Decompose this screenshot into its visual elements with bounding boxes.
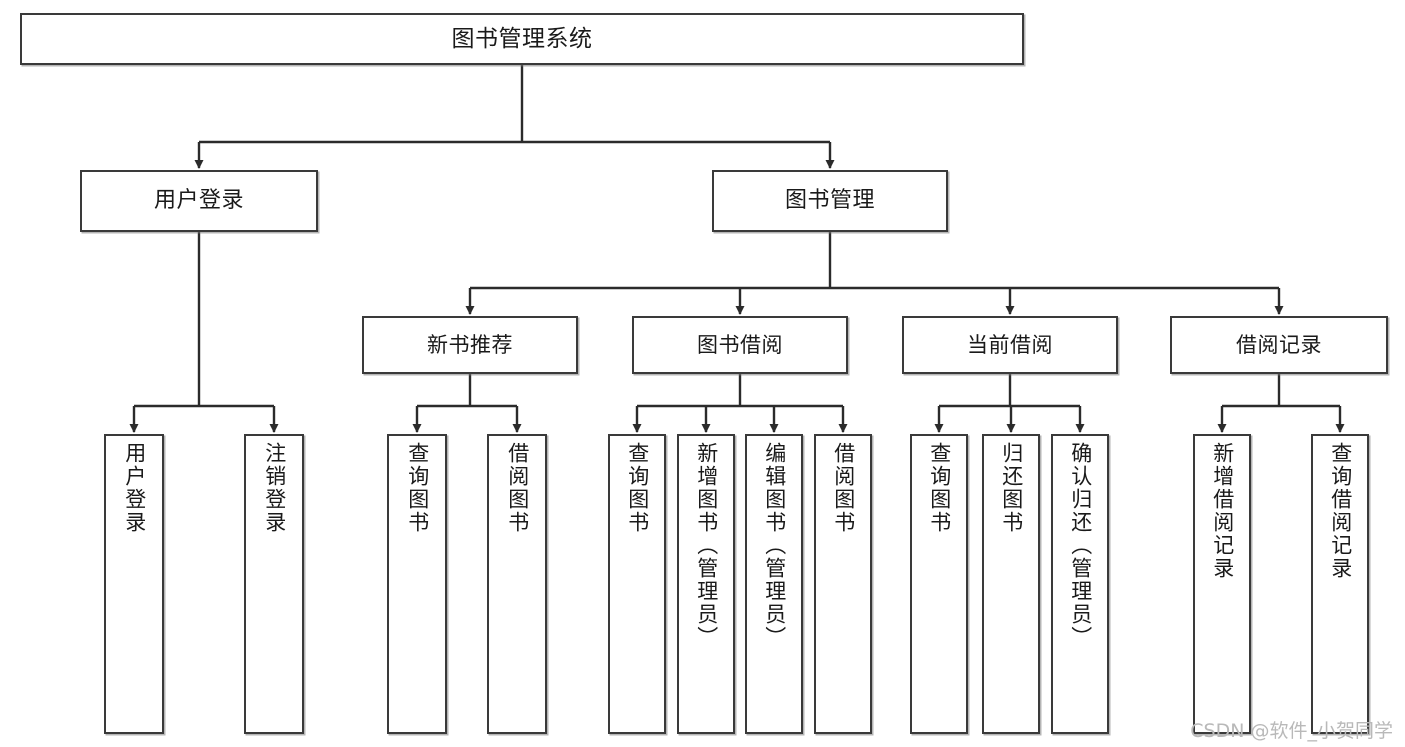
node-label: 新增借阅记录: [1210, 442, 1235, 580]
node-label: 确认归还（管理员）: [1068, 442, 1093, 649]
node-label: 新书推荐: [427, 332, 513, 357]
leaf-node[interactable]: 查询借阅记录: [1311, 434, 1369, 734]
leaf-node[interactable]: 借阅图书: [814, 434, 872, 734]
edge-group: [129, 65, 1345, 433]
node-label: 图书管理: [784, 188, 875, 214]
branch-node[interactable]: 新书推荐: [362, 316, 578, 374]
leaf-node[interactable]: 查询图书: [910, 434, 968, 734]
node-label: 查询借阅记录: [1328, 442, 1353, 580]
root-node[interactable]: 图书管理系统: [20, 13, 1024, 65]
leaf-node[interactable]: 注销登录: [244, 434, 304, 734]
leaf-node[interactable]: 新增图书（管理员）: [677, 434, 735, 734]
node-label: 查询图书: [927, 442, 952, 534]
node-label: 注销登录: [262, 442, 287, 534]
node-label: 当前借阅: [967, 332, 1053, 357]
node-label: 查询图书: [405, 442, 430, 534]
node-label: 用户登录: [122, 442, 147, 534]
node-label: 借阅图书: [505, 442, 530, 534]
node-label: 归还图书: [999, 442, 1024, 534]
node-label: 编辑图书（管理员）: [762, 442, 787, 649]
branch-node[interactable]: 图书管理: [712, 170, 948, 232]
leaf-node[interactable]: 编辑图书（管理员）: [745, 434, 803, 734]
leaf-node[interactable]: 归还图书: [982, 434, 1040, 734]
branch-node[interactable]: 当前借阅: [902, 316, 1118, 374]
leaf-node[interactable]: 查询图书: [387, 434, 447, 734]
branch-node[interactable]: 用户登录: [80, 170, 318, 232]
node-label: 用户登录: [153, 188, 244, 214]
node-label: 借阅图书: [831, 442, 856, 534]
leaf-node[interactable]: 查询图书: [608, 434, 666, 734]
node-label: 查询图书: [625, 442, 650, 534]
leaf-node[interactable]: 用户登录: [104, 434, 164, 734]
leaf-node[interactable]: 借阅图书: [487, 434, 547, 734]
node-label: 图书借阅: [697, 332, 783, 357]
node-label: 新增图书（管理员）: [694, 442, 719, 649]
branch-node[interactable]: 借阅记录: [1170, 316, 1388, 374]
node-label: 借阅记录: [1236, 332, 1322, 357]
branch-node[interactable]: 图书借阅: [632, 316, 848, 374]
node-label: 图书管理系统: [451, 25, 593, 52]
leaf-node[interactable]: 确认归还（管理员）: [1051, 434, 1109, 734]
leaf-node[interactable]: 新增借阅记录: [1193, 434, 1251, 734]
